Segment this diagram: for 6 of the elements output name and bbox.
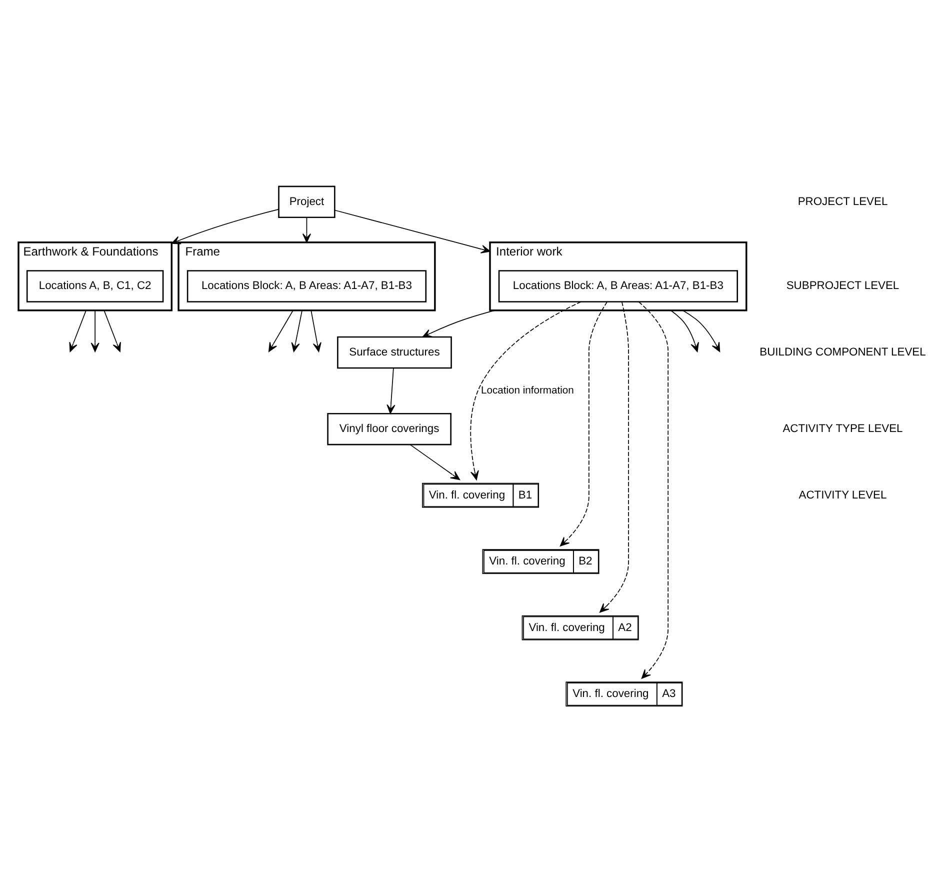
label: ACTIVITY LEVEL bbox=[798, 489, 887, 502]
label: ACTIVITY TYPE LEVEL bbox=[782, 422, 903, 435]
edge-label: Location information bbox=[480, 385, 574, 396]
label: PROJECT LEVEL bbox=[798, 196, 888, 208]
label: BUILDING COMPONENT LEVEL bbox=[760, 346, 926, 358]
label: SUBPROJECT LEVEL bbox=[786, 280, 900, 292]
